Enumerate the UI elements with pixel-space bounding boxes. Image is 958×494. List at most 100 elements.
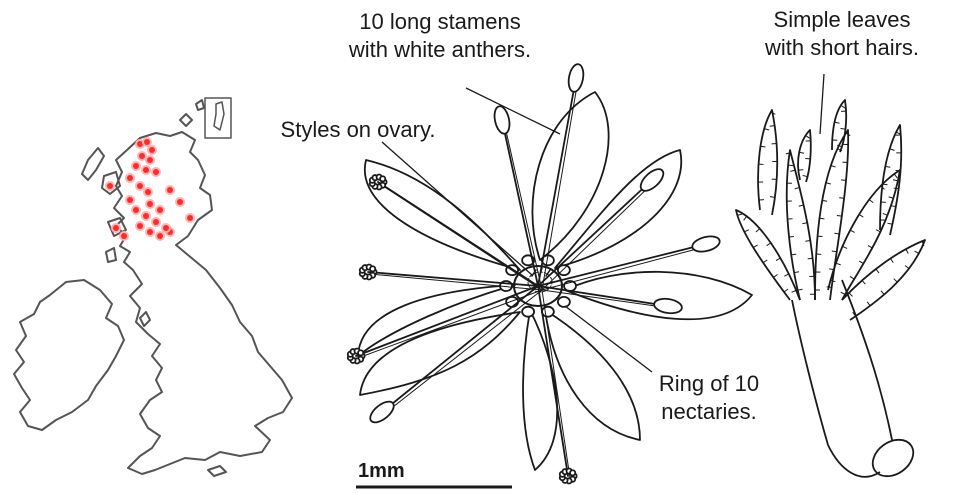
leafy-shoot-drawing (736, 100, 925, 484)
leaf-hair (883, 213, 888, 215)
record-dot (121, 233, 127, 239)
orkney-outline-2 (196, 100, 204, 110)
leaf-hair (850, 230, 854, 232)
leaf-hair (773, 275, 777, 278)
petal (532, 92, 608, 260)
anther (637, 165, 667, 194)
record-dot (157, 207, 163, 213)
nectary (558, 297, 570, 307)
leaf-hair (841, 292, 845, 294)
leaf-hair (906, 249, 908, 253)
record-dot (139, 153, 145, 159)
styles-label: Styles on ovary. (258, 116, 458, 144)
leaf-hair (744, 216, 747, 220)
leaf-hair (789, 236, 794, 237)
leaf-hair (836, 263, 841, 265)
leaf-hair (764, 129, 769, 130)
record-dot (157, 233, 163, 239)
leaf-hair (867, 302, 870, 306)
leaf-hair (756, 229, 760, 232)
leaf-hair (890, 149, 895, 150)
styles-label-text: Styles on ovary. (258, 116, 458, 144)
islay-outline (106, 248, 116, 262)
record-dot (144, 139, 150, 145)
record-dot (127, 175, 133, 181)
nectary (522, 307, 534, 317)
isle-of-wight-outline (208, 466, 226, 476)
ring-label: Ring of 10 nectaries. (634, 370, 784, 426)
leaf-hair (792, 290, 797, 292)
scale-label: 1mm (358, 460, 405, 483)
leaf-hair (829, 269, 834, 270)
leaf-hair (862, 280, 865, 284)
filament (356, 286, 538, 356)
record-dot (147, 201, 153, 207)
pollen-grain (570, 470, 575, 475)
record-dot (147, 229, 153, 235)
leaf-hair (770, 126, 775, 127)
leaf-hair (914, 251, 918, 253)
stamens-label-line2: with white anthers. (310, 36, 570, 64)
leaves-leader (820, 74, 824, 134)
leaf-hair (894, 174, 897, 178)
leaf-hair (744, 230, 748, 232)
leaf-hair (869, 200, 873, 203)
record-dot (149, 147, 155, 153)
record-dot (167, 187, 173, 193)
record-dot (163, 225, 169, 231)
anther (567, 63, 586, 93)
record-dot (137, 223, 143, 229)
record-dot (187, 215, 193, 221)
leaf-hair (850, 276, 854, 279)
ring-label-line1: Ring of 10 (634, 370, 784, 398)
leaf-hair (819, 218, 824, 219)
styles-leader (382, 142, 532, 275)
leaf-hair (790, 170, 795, 171)
leaf-hair (885, 166, 890, 167)
leaf-hair (770, 197, 775, 198)
pollen-grain (358, 350, 363, 355)
leaves-label: Simple leaves with short hairs. (728, 6, 956, 62)
leaf-hair (737, 214, 742, 215)
leaf-hair (831, 280, 836, 281)
anther (691, 234, 722, 254)
stem (792, 280, 892, 445)
filament-edge (542, 80, 578, 290)
leaves-label-line1: Simple leaves (728, 6, 956, 34)
record-dot (177, 199, 183, 205)
leaf-hair (868, 246, 872, 248)
filament (378, 182, 538, 286)
leaf-hair (894, 188, 899, 189)
ring-leader (565, 306, 652, 372)
leaf-hair (803, 175, 808, 176)
pollen-grain (380, 176, 385, 181)
record-dot (137, 183, 143, 189)
leaf-hair (784, 274, 788, 276)
petal (555, 150, 681, 268)
leaf-hair (808, 258, 813, 259)
anther (653, 297, 683, 315)
stamens-label-line1: 10 long stamens (310, 8, 570, 36)
leaf-hair (826, 183, 831, 184)
leaf-hair (889, 197, 894, 198)
record-dot (143, 167, 149, 173)
leaf-hair (843, 246, 848, 248)
petal (365, 160, 520, 270)
leaf-hair (767, 243, 771, 246)
stamens-label: 10 long stamens with white anthers. (310, 8, 570, 64)
leaves-label-line2: with short hairs. (728, 34, 956, 62)
petal (565, 272, 752, 319)
leaf-hair (859, 214, 863, 217)
shetland-outline (214, 102, 224, 130)
leaf-hair (839, 198, 844, 199)
leaf-hair (834, 233, 839, 234)
leaf-hair (831, 165, 836, 167)
leaf-hair (876, 230, 881, 232)
record-dot (153, 219, 159, 225)
leaf-hair (905, 265, 909, 268)
leaf-hair (876, 269, 879, 273)
leaf-hair (827, 287, 832, 288)
record-dot (153, 169, 159, 175)
record-dot (113, 225, 119, 231)
